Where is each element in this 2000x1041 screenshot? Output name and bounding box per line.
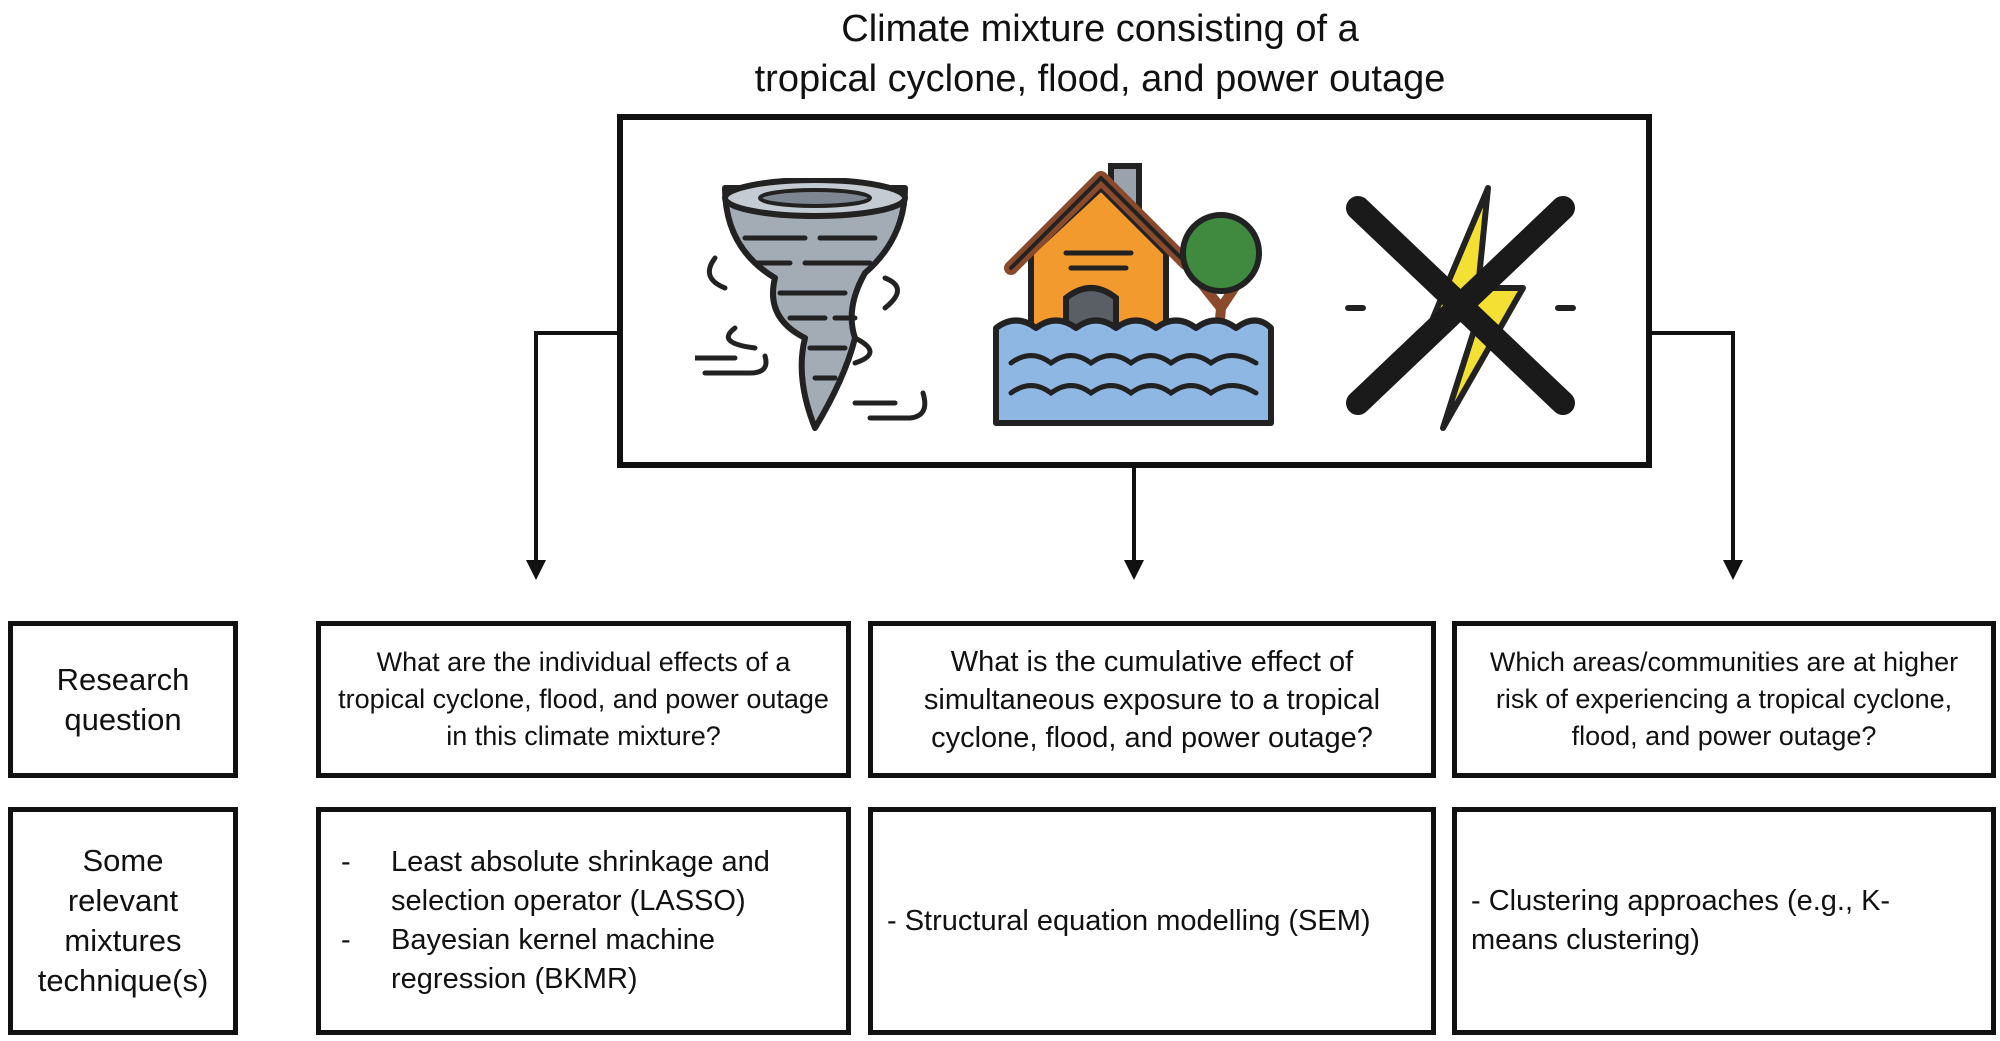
question-text: What are the individual effects of a tro… (338, 647, 829, 751)
techniques-risk-areas: - Clustering approaches (e.g., K-means c… (1452, 807, 1996, 1035)
bullet-dash: - (341, 924, 351, 956)
technique-item: - Least absolute shrinkage and selection… (335, 843, 832, 921)
arrow-right (1652, 331, 1743, 580)
climate-mixture-box (617, 114, 1652, 468)
row-label-text: Research question (56, 661, 190, 737)
row-label-text: Some relevant mixtures technique(s) (37, 843, 209, 998)
technique-text: Least absolute shrinkage and selection o… (391, 846, 770, 917)
technique-text: - Clustering approaches (e.g., K-means c… (1471, 885, 1891, 956)
technique-list: - Least absolute shrinkage and selection… (335, 843, 832, 999)
technique-item: - Bayesian kernel machine regression (BK… (335, 921, 832, 999)
techniques-individual: - Least absolute shrinkage and selection… (316, 807, 851, 1035)
research-question-cumulative: What is the cumulative effect of simulta… (868, 621, 1436, 778)
research-question-risk-areas: Which areas/communities are at higher ri… (1452, 621, 1996, 778)
technique-text: Bayesian kernel machine regression (BKMR… (391, 924, 716, 995)
row-label-techniques: Some relevant mixtures technique(s) (8, 807, 238, 1035)
techniques-cumulative: - Structural equation modelling (SEM) (868, 807, 1436, 1035)
question-text: Which areas/communities are at higher ri… (1489, 647, 1959, 751)
title-line-1: Climate mixture consisting of a (841, 8, 1359, 50)
diagram-title: Climate mixture consisting of a tropical… (600, 4, 1600, 104)
row-label-research-question: Research question (8, 621, 238, 778)
technique-text: - Structural equation modelling (SEM) (887, 904, 1371, 937)
arrow-left (526, 331, 617, 580)
tornado-icon (695, 178, 928, 431)
research-question-individual: What are the individual effects of a tro… (316, 621, 851, 778)
title-line-2: tropical cyclone, flood, and power outag… (754, 58, 1446, 100)
bullet-dash: - (341, 846, 351, 878)
question-text: What is the cumulative effect of simulta… (923, 645, 1381, 754)
flooded-house-icon (993, 163, 1274, 426)
crossed-lightning-bolt-icon (1345, 185, 1576, 431)
